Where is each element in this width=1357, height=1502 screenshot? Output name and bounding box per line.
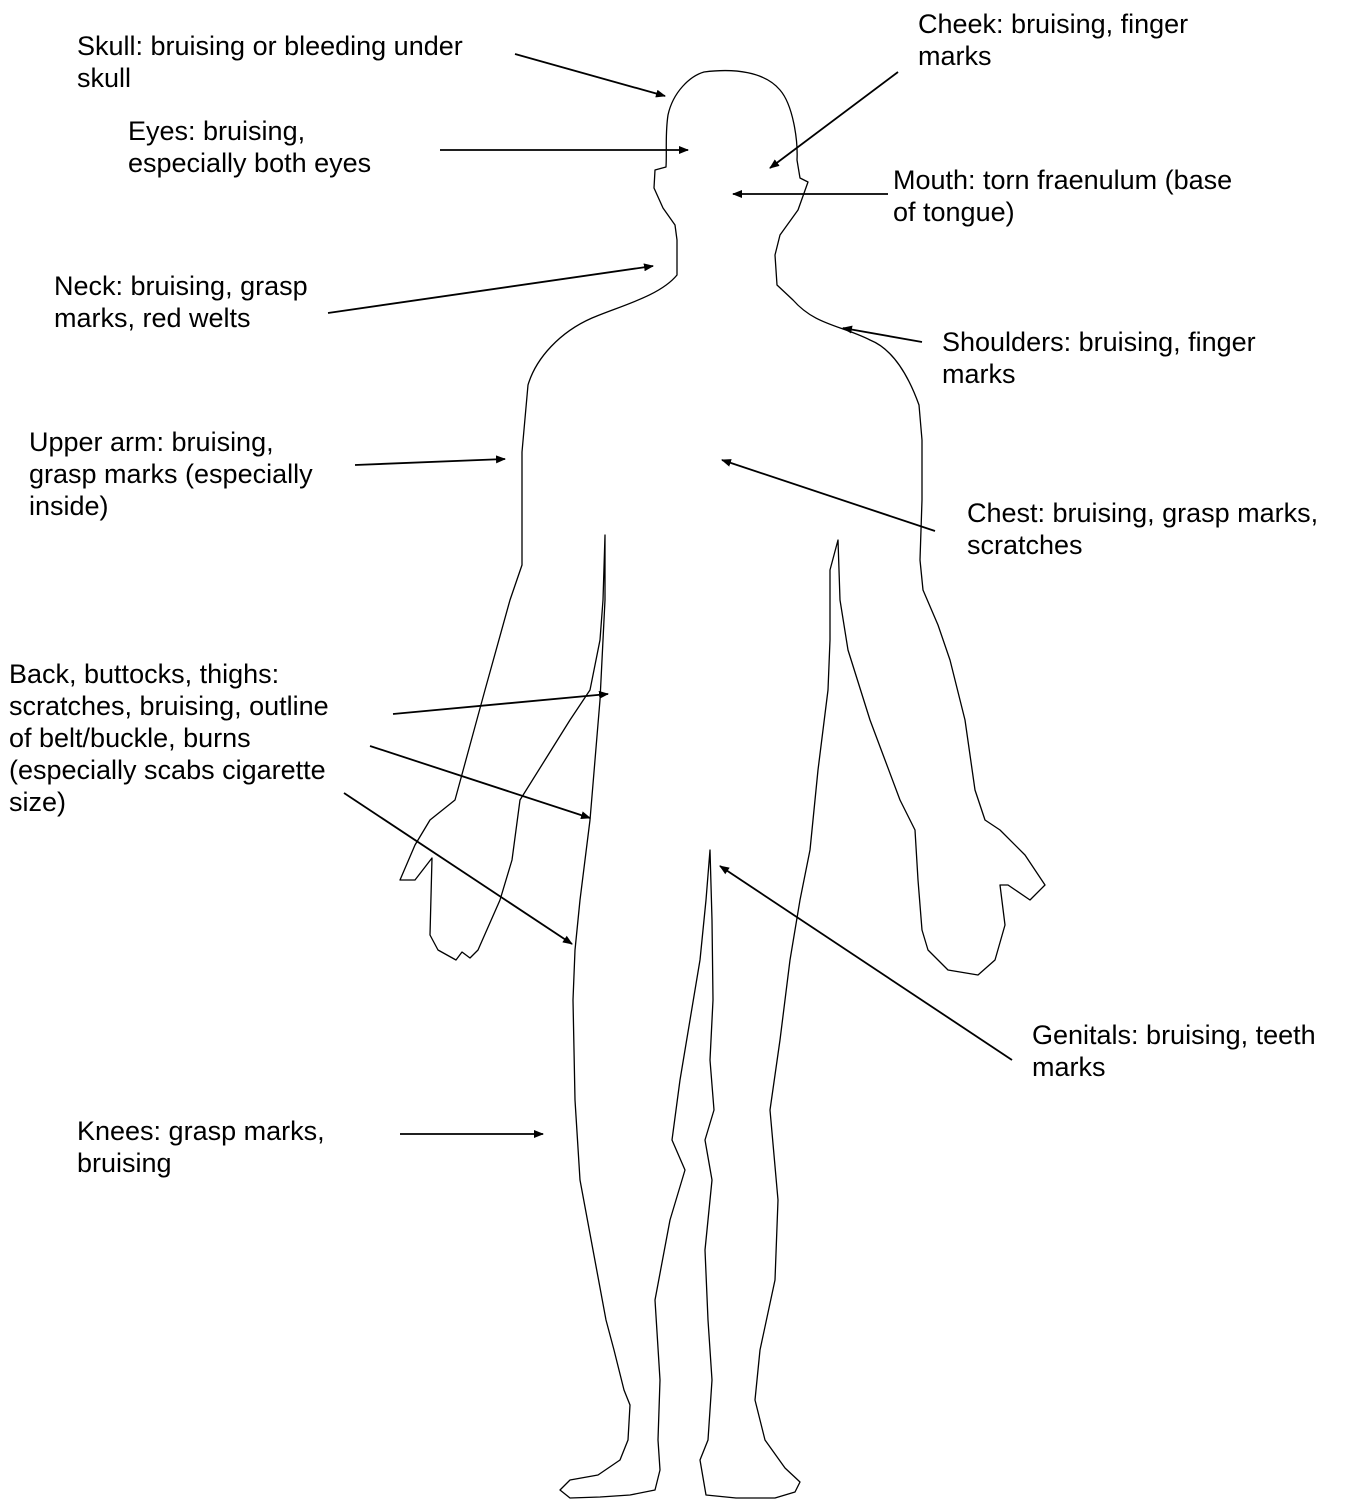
arrow-chest	[722, 460, 935, 531]
label-eyes: Eyes: bruising, especially both eyes	[128, 115, 371, 179]
label-line: Chest: bruising, grasp marks,	[967, 497, 1318, 529]
label-line: (especially scabs cigarette	[9, 754, 329, 786]
label-line: marks	[942, 358, 1256, 390]
label-skull: Skull: bruising or bleeding under skull	[77, 30, 463, 94]
label-line: grasp marks (especially	[29, 458, 313, 490]
label-line: Genitals: bruising, teeth	[1032, 1019, 1316, 1051]
label-line: marks	[918, 40, 1188, 72]
label-chest: Chest: bruising, grasp marks, scratches	[967, 497, 1318, 561]
label-line: Mouth: torn fraenulum (base	[893, 164, 1232, 196]
label-mouth: Mouth: torn fraenulum (base of tongue)	[893, 164, 1232, 228]
label-line: marks	[1032, 1051, 1316, 1083]
arrow-genitals	[720, 866, 1012, 1060]
label-line: bruising	[77, 1147, 325, 1179]
label-line: Back, buttocks, thighs:	[9, 658, 329, 690]
arrow-shoulders	[843, 328, 922, 342]
label-upper-arm: Upper arm: bruising, grasp marks (especi…	[29, 426, 313, 522]
label-neck: Neck: bruising, grasp marks, red welts	[54, 270, 308, 334]
label-line: size)	[9, 786, 329, 818]
label-line: Neck: bruising, grasp	[54, 270, 308, 302]
label-line: scratches, bruising, outline	[9, 690, 329, 722]
body-outline	[400, 71, 1045, 1498]
arrow-skull	[515, 54, 665, 96]
arrow-buttocks	[370, 746, 590, 818]
label-line: scratches	[967, 529, 1318, 561]
label-line: Shoulders: bruising, finger	[942, 326, 1256, 358]
label-line: Cheek: bruising, finger	[918, 8, 1188, 40]
arrow-neck	[328, 266, 653, 313]
label-line: of tongue)	[893, 196, 1232, 228]
label-knees: Knees: grasp marks, bruising	[77, 1115, 325, 1179]
arrow-upper-arm	[355, 459, 505, 465]
label-line: marks, red welts	[54, 302, 308, 334]
label-line: skull	[77, 62, 463, 94]
label-line: Skull: bruising or bleeding under	[77, 30, 463, 62]
label-shoulders: Shoulders: bruising, finger marks	[942, 326, 1256, 390]
label-line: of belt/buckle, burns	[9, 722, 329, 754]
label-genitals: Genitals: bruising, teeth marks	[1032, 1019, 1316, 1083]
label-line: inside)	[29, 490, 313, 522]
label-line: Eyes: bruising,	[128, 115, 371, 147]
arrow-thighs	[344, 793, 572, 944]
label-line: Upper arm: bruising,	[29, 426, 313, 458]
label-back-buttocks-thighs: Back, buttocks, thighs: scratches, bruis…	[9, 658, 329, 818]
label-cheek: Cheek: bruising, finger marks	[918, 8, 1188, 72]
label-line: especially both eyes	[128, 147, 371, 179]
label-line: Knees: grasp marks,	[77, 1115, 325, 1147]
arrow-cheek	[770, 72, 898, 168]
